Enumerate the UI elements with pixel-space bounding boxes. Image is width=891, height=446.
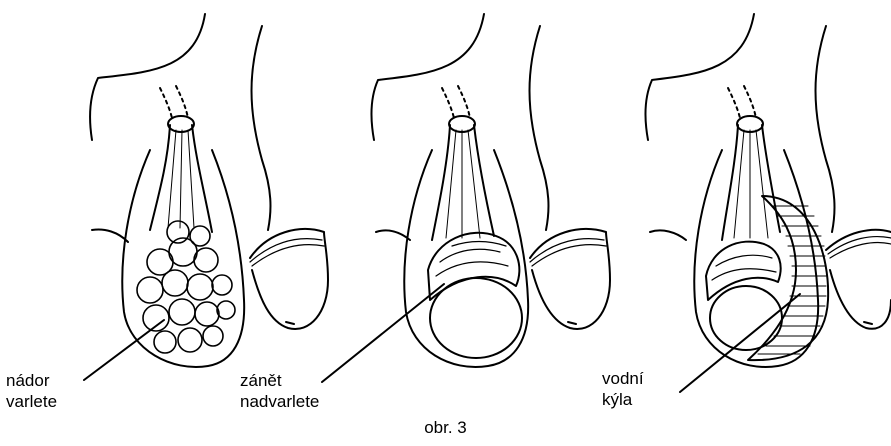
figure-caption: obr. 3: [0, 418, 891, 438]
panel-1-tumor: [137, 221, 235, 353]
panel-2-groin-line: [376, 230, 410, 240]
panel-3-pointer: [680, 294, 800, 392]
panel-3-label-line-1: vodní: [602, 368, 644, 389]
panel-3-groin-line: [650, 230, 686, 240]
panel-1-cord-ring: [168, 116, 194, 132]
panel-2-penis-lines: [530, 239, 606, 266]
panel-1-penis: [250, 229, 328, 329]
panel-3-meatus: [864, 322, 872, 324]
panel-3-penis-lines: [828, 237, 891, 258]
panel-2-body-outline: [371, 14, 484, 140]
panel-1-thigh-outline: [252, 26, 271, 230]
panel-2-label-line-1: zánět: [240, 370, 319, 391]
panel-3-cord-lines: [734, 130, 768, 238]
panel-2-illustration: [322, 14, 610, 382]
panel-3-label: vodní kýla: [602, 368, 644, 410]
panel-1-pointer: [84, 320, 164, 380]
panel-2-penis: [530, 229, 610, 329]
panel-1-label: nádor varlete: [6, 370, 57, 412]
panel-1-groin-line: [92, 230, 128, 243]
panel-2-cord-lines: [446, 130, 480, 238]
panel-1-scrotum: [122, 150, 244, 367]
panel-3-vessels: [728, 86, 756, 118]
panel-1-meatus: [286, 322, 294, 324]
panel-2-testis: [430, 278, 522, 358]
panel-2-label: zánět nadvarlete: [240, 370, 319, 412]
panel-1-penis-lines: [250, 239, 324, 266]
panel-3-thigh-outline: [816, 26, 835, 232]
panel-1-body-outline: [90, 14, 205, 140]
panel-1-label-line-2: varlete: [6, 391, 57, 412]
panel-3-label-line-2: kýla: [602, 389, 644, 410]
panel-1-vessels: [160, 86, 188, 118]
panel-2-meatus: [568, 322, 576, 324]
panel-2-pointer: [322, 284, 444, 382]
panel-2-epididymis-folds: [436, 242, 508, 277]
panel-1-illustration: [84, 14, 328, 380]
panel-2-vessels: [442, 86, 470, 118]
panel-2-label-line-2: nadvarlete: [240, 391, 319, 412]
panel-3-cord: [722, 125, 780, 240]
panel-2-cord: [432, 125, 494, 240]
panel-3-epididymis-folds: [712, 255, 776, 280]
panel-1-cord-lines: [168, 130, 194, 228]
panel-3-illustration: [645, 14, 891, 392]
panel-2-epididymis: [428, 233, 519, 300]
panel-1-label-line-1: nádor: [6, 370, 57, 391]
panel-2-scrotum: [404, 150, 528, 367]
panel-2-thigh-outline: [530, 26, 549, 230]
